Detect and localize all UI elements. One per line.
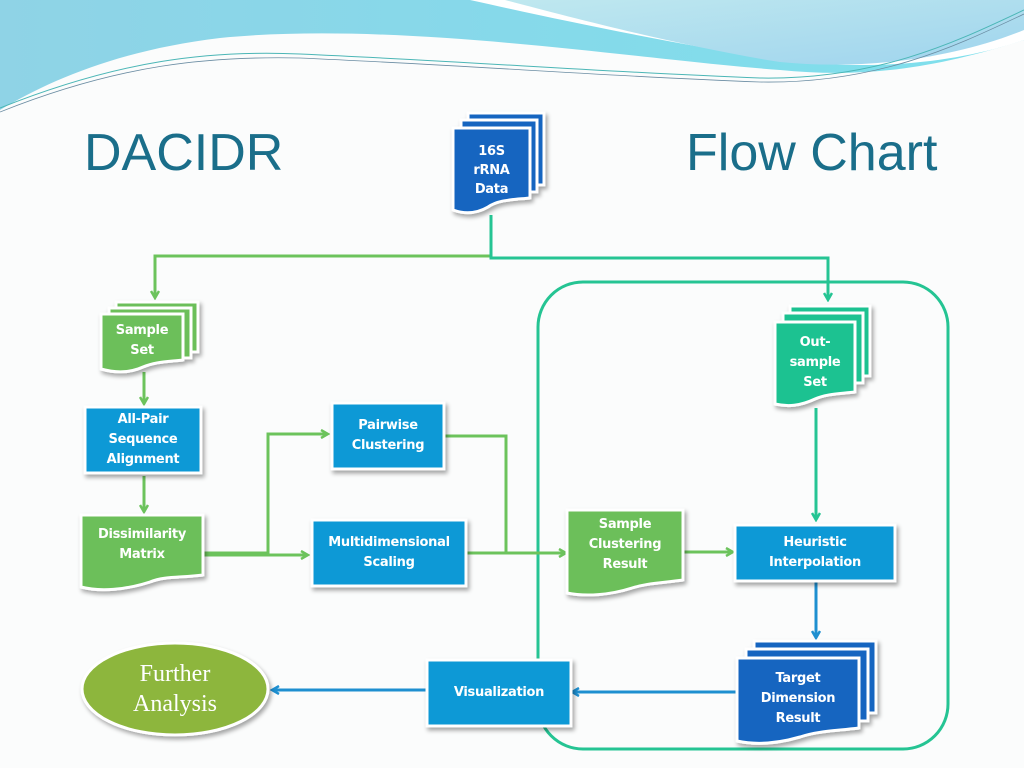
edge-input-to-out-sample-set xyxy=(489,215,828,300)
label-line: sample xyxy=(789,355,841,370)
node-target-dimension-result[interactable] xyxy=(735,639,878,745)
label-line: Dissimilarity xyxy=(97,527,187,542)
edge-dissimilarity-to-pairwise xyxy=(204,434,328,555)
node-input-data[interactable] xyxy=(451,111,546,215)
label-line: 16S xyxy=(478,143,505,159)
label-line: Further xyxy=(139,661,211,687)
label-line: Scaling xyxy=(363,555,415,570)
node-mds[interactable] xyxy=(310,518,468,588)
label-line: Out- xyxy=(799,335,831,350)
label-line: Matrix xyxy=(119,547,165,562)
label-line: Sample xyxy=(115,323,169,338)
node-further-analysis[interactable] xyxy=(80,641,270,737)
interpolation-boundary xyxy=(536,280,950,751)
label-line: Pairwise xyxy=(358,418,418,433)
label-line: Set xyxy=(803,375,827,390)
label-line: Set xyxy=(130,343,154,358)
label-line: Sample xyxy=(598,517,652,532)
node-all-pair-alignment[interactable] xyxy=(83,405,203,475)
label-line: Alignment xyxy=(106,452,180,467)
label-line: Data xyxy=(474,181,509,197)
node-pairwise-clustering[interactable] xyxy=(330,401,446,471)
label-line: Target xyxy=(775,671,821,686)
label-line: Multidimensional xyxy=(328,535,450,550)
label-input-data: 16S rRNA Data xyxy=(453,137,530,203)
label-line: Result xyxy=(775,711,821,726)
slide-title-left: DACIDR xyxy=(84,124,284,182)
edge-pairwise-to-clustering-result xyxy=(445,434,508,554)
label-line: Result xyxy=(602,557,648,572)
label-line: Sequence xyxy=(108,432,178,447)
label-line: Clustering xyxy=(588,537,662,552)
label-line: Clustering xyxy=(351,438,425,453)
label-line: Interpolation xyxy=(769,555,861,570)
label-line: rRNA xyxy=(473,162,510,178)
slide-title-right: Flow Chart xyxy=(686,124,938,182)
edge-input-to-sample-set xyxy=(155,215,493,298)
node-sample-set[interactable] xyxy=(99,300,200,374)
label-visualization: Visualization xyxy=(427,660,571,726)
label-line: Visualization xyxy=(453,685,545,700)
label-line: Analysis xyxy=(133,691,217,717)
node-dissimilarity-matrix[interactable] xyxy=(79,513,205,592)
node-sample-clustering-result[interactable] xyxy=(565,508,685,597)
label-line: All-Pair xyxy=(117,412,169,427)
label-line: Heuristic xyxy=(783,535,847,550)
node-visualization[interactable] xyxy=(425,658,573,728)
node-out-sample-set[interactable] xyxy=(773,304,872,408)
node-heuristic-interpolation[interactable] xyxy=(733,523,897,583)
label-line: Dimension xyxy=(760,691,836,706)
